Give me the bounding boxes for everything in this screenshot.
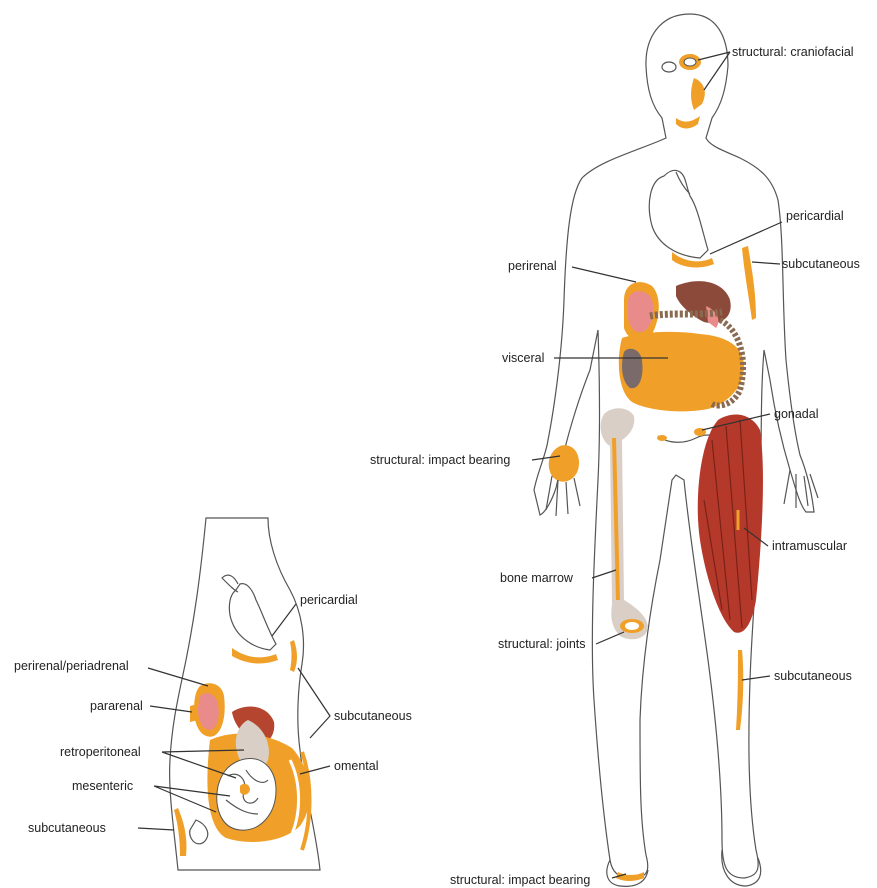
- side-label-pericardial: pericardial: [300, 593, 358, 607]
- transverse-colon: [650, 312, 722, 316]
- label-impact-foot: structural: impact bearing: [450, 873, 590, 887]
- label-joints: structural: joints: [498, 637, 586, 651]
- label-pericardial: pericardial: [786, 209, 844, 223]
- label-subcutaneous-leg: subcutaneous: [774, 669, 852, 683]
- side-label-retroperitoneal: retroperitoneal: [60, 745, 141, 759]
- side-label-subcutaneous-front: subcutaneous: [28, 821, 106, 835]
- side-label-mesenteric: mesenteric: [72, 779, 133, 793]
- side-pararenal-fat: [190, 704, 198, 722]
- side-label-perirenal: perirenal/periadrenal: [14, 659, 129, 673]
- side-body-figure: [170, 518, 320, 870]
- side-label-subcutaneous-back: subcutaneous: [334, 709, 412, 723]
- right-eye-shape: [684, 58, 696, 66]
- side-leader-subcutaneous: [298, 668, 330, 738]
- front-body-figure: [534, 14, 818, 886]
- label-gonadal: gonadal: [774, 407, 819, 421]
- label-intramuscular: intramuscular: [772, 539, 847, 553]
- side-leader-subcutaneous-back: [138, 828, 174, 830]
- front-head-outline: [534, 14, 814, 878]
- label-visceral: visceral: [502, 351, 544, 365]
- gonadal-fat-left: [657, 435, 667, 441]
- label-craniofacial: structural: craniofacial: [732, 45, 854, 59]
- knee-joint-center: [625, 622, 639, 630]
- label-impact-hand: structural: impact bearing: [370, 453, 510, 467]
- side-label-pararenal: pararenal: [90, 699, 143, 713]
- label-subcutaneous-arm: subcutaneous: [782, 257, 860, 271]
- label-perirenal: perirenal: [508, 259, 557, 273]
- label-bone-marrow: bone marrow: [500, 571, 574, 585]
- side-label-omental: omental: [334, 759, 378, 773]
